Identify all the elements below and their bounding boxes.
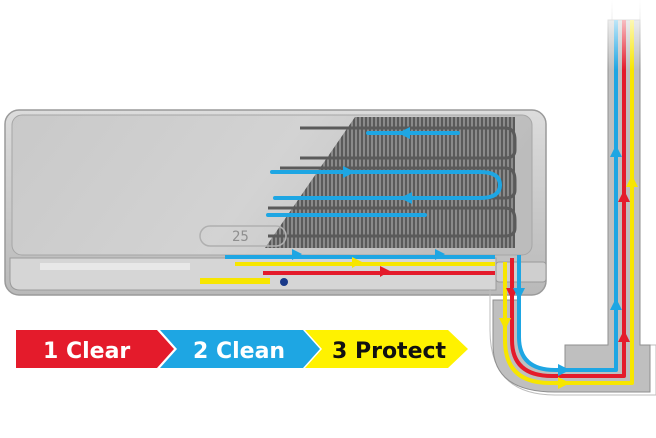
- drain-arrowheads: [292, 249, 445, 260]
- indicator-dot: [280, 278, 288, 286]
- step-1-label: 1 Clear: [43, 339, 130, 364]
- pipe-arrowheads: [499, 145, 638, 389]
- step-3-chevron: [305, 330, 468, 368]
- drain-yellow-arrowheads: [352, 257, 362, 268]
- display-window: [199, 225, 287, 247]
- step-2-chevron: [160, 330, 320, 368]
- coil-clean-flow: [266, 131, 503, 217]
- outlet-vane: [40, 263, 190, 270]
- display-readout: 25: [232, 229, 249, 245]
- step-2-label: 2 Clean: [193, 339, 285, 364]
- step-3-protect: 3 Protect: [305, 330, 468, 368]
- pipe-fade: [600, 0, 656, 70]
- coil-tubes: [268, 126, 517, 238]
- coil-flow-arrowheads: [343, 127, 412, 204]
- step-1-clear: 1 Clear: [16, 330, 174, 368]
- step-1-chevron: [16, 330, 174, 368]
- pipe-flows: [503, 20, 634, 385]
- drain-red-arrowheads: [380, 266, 390, 277]
- step-2-clean: 2 Clean: [160, 330, 320, 368]
- step-3-label: 3 Protect: [332, 339, 447, 364]
- drain-blue-flow: [225, 255, 495, 259]
- drain-yellow-flow: [235, 262, 495, 266]
- outlet-yellow-flow: [200, 278, 270, 284]
- drain-red-flow: [263, 271, 495, 275]
